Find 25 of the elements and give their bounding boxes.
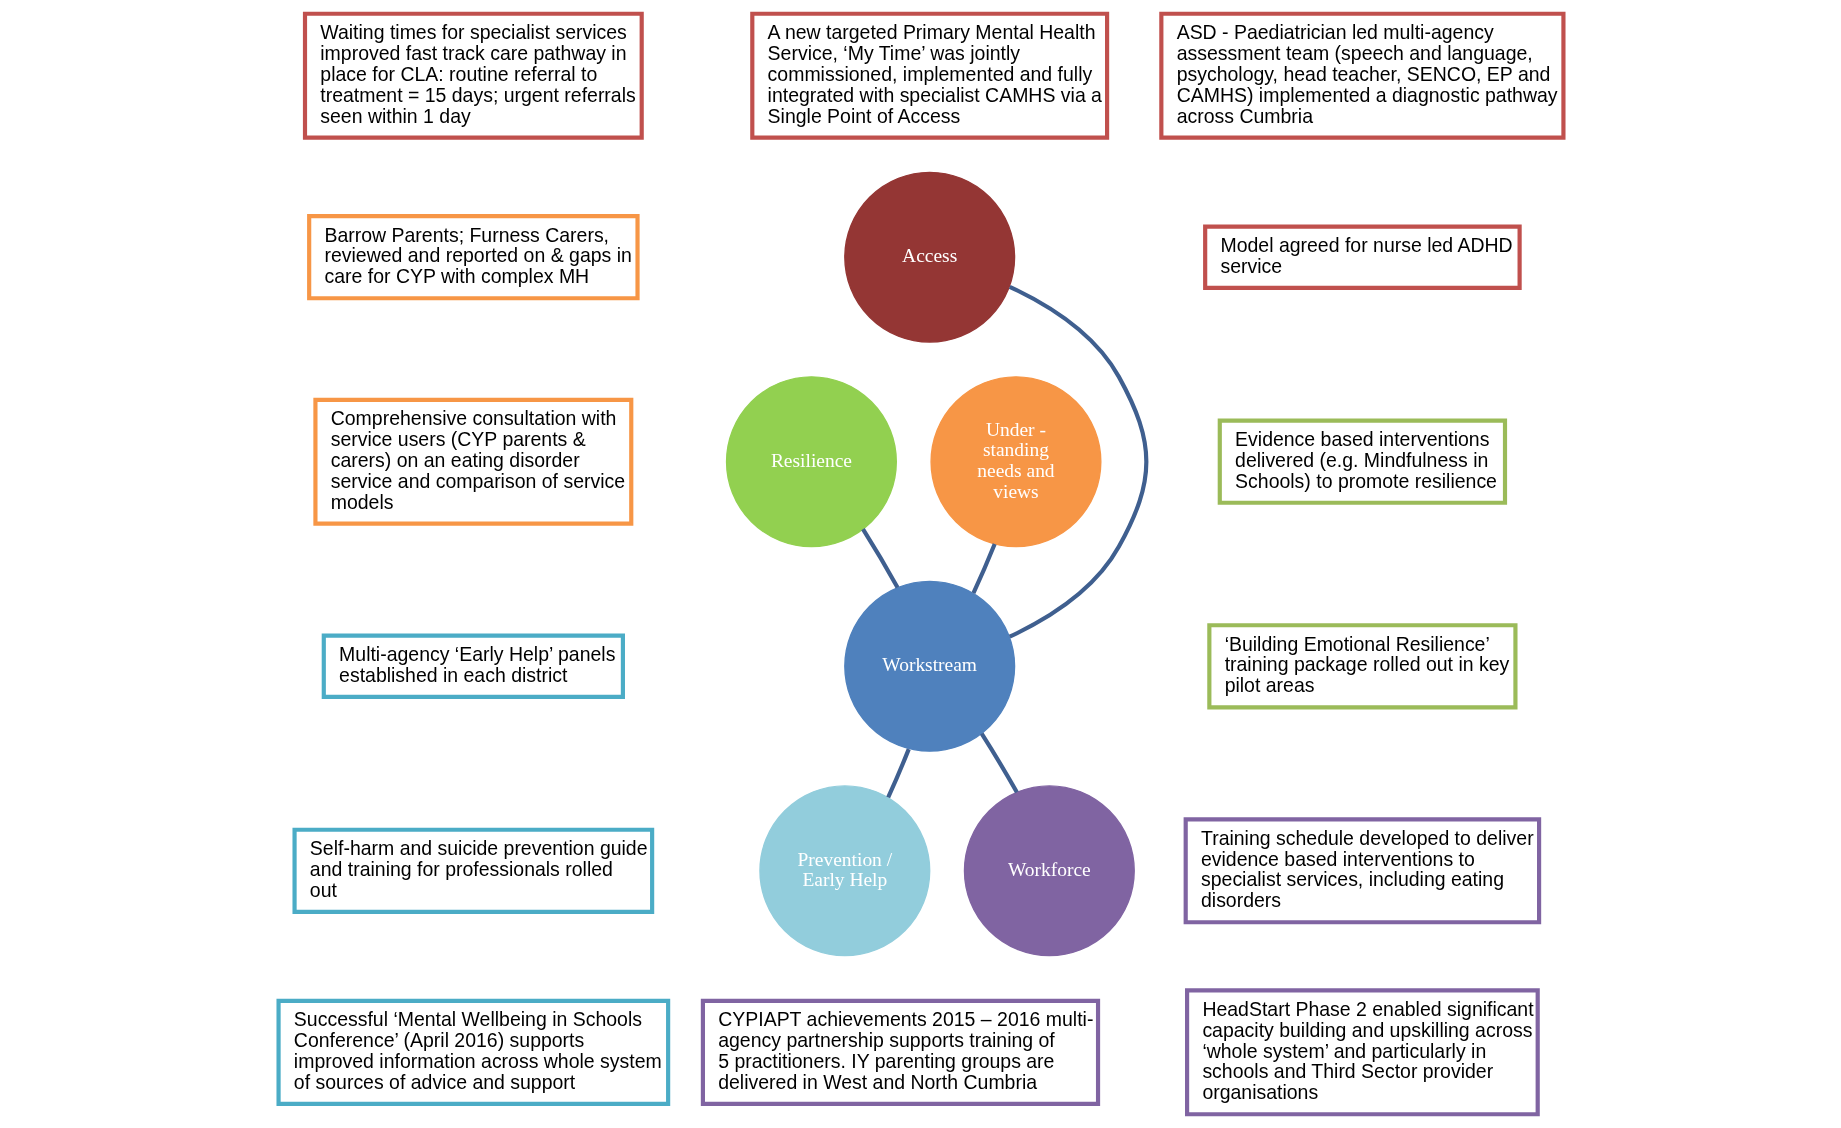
node-box: CYPIAPT achievements 2015 – 2016 multi-agency partnership supports training of 5 practitioners. IY parenting groups are delivered in West and North Cumbria bbox=[700, 998, 1100, 1106]
connector bbox=[1008, 284, 1148, 639]
node-box: A new targeted Primary Mental Health Service, ‘My Time’ was jointly commissioned, implemented and fully integrated with specialist CAMHS via a Single Point of Access bbox=[749, 11, 1109, 140]
node-circle: Prevention / Early Help bbox=[758, 785, 930, 957]
node-circle: Workforce bbox=[963, 785, 1135, 957]
connector bbox=[885, 748, 911, 799]
node-box: Barrow Parents; Furness Carers, reviewed and reported on & gaps in care for CYP with complex MH bbox=[306, 214, 640, 301]
node-box: Multi-agency ‘Early Help’ panels established in each district bbox=[321, 633, 625, 699]
node-box: ‘Building Emotional Resilience’ training package rolled out in key pilot areas bbox=[1206, 623, 1517, 710]
node-circle: Resilience bbox=[725, 376, 897, 548]
node-box: HeadStart Phase 2 enabled significant capacity building and upskilling across ‘whole system’ and particularly in schools and Third Sector provider organisations bbox=[1184, 988, 1540, 1117]
node-circle: Access bbox=[843, 171, 1015, 343]
node-circle: Workstream bbox=[843, 580, 1015, 752]
connector bbox=[860, 528, 899, 589]
node-circle: Under - standing needs and views bbox=[929, 376, 1102, 548]
node-box: Self-harm and suicide prevention guide and training for professionals rolled out bbox=[292, 827, 654, 914]
node-box: Model agreed for nurse led ADHD service bbox=[1202, 224, 1522, 290]
node-box: Training schedule developed to deliver evidence based interventions to specialist services, including eating disorders bbox=[1183, 817, 1541, 925]
node-box: Comprehensive consultation with service users (CYP parents & carers) on an eating disorder service and comparison of service models bbox=[312, 397, 633, 526]
node-box: Waiting times for specialist services improved fast track care pathway in place for CLA: routine referral to treatment = 15 days; urgent referrals seen within 1 day bbox=[302, 11, 644, 140]
node-box: ASD - Paediatrician led multi-agency assessment team (speech and language, psychology, head teacher, SENCO, EP and CAMHS) implemented a diagnostic pathway across Cumbria bbox=[1158, 11, 1565, 140]
connector bbox=[971, 543, 997, 594]
node-box: Evidence based interventions delivered (e.g. Mindfulness in Schools) to promote resilience bbox=[1217, 418, 1507, 505]
node-box: Successful ‘Mental Wellbeing in Schools Conference’ (April 2016) supports improved information across whole system of sources of advice and support bbox=[276, 998, 670, 1106]
connector bbox=[979, 732, 1019, 794]
